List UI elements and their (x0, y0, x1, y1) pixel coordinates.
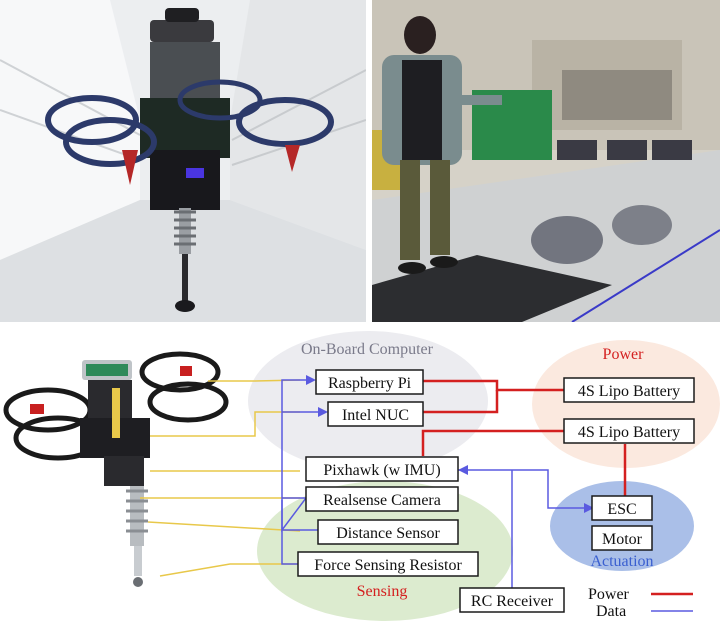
robot-hallway-photo (0, 0, 366, 322)
rc-receiver-label: RC Receiver (471, 593, 554, 610)
system-architecture-diagram: Raspberry Pi Intel NUC Pixhawk (w IMU) R… (0, 326, 720, 624)
legend-power-label: Power (588, 586, 630, 603)
data-line (458, 469, 584, 509)
battery-2-box (563, 418, 695, 444)
realsense-camera-label: Realsense Camera (323, 492, 441, 509)
pixhawk-label: Pixhawk (w IMU) (323, 462, 440, 479)
arrowhead (584, 503, 594, 513)
battery-2-label: 4S Lipo Battery (578, 424, 680, 441)
architecture-svg: Raspberry Pi Intel NUC Pixhawk (w IMU) R… (3, 331, 720, 621)
realsense-camera-box (305, 486, 459, 512)
data-line (281, 379, 306, 446)
raspberry-pi-box (315, 369, 424, 395)
power-lines (421, 379, 693, 596)
power-line (423, 379, 564, 392)
legend-data-label: Data (596, 603, 626, 620)
power-line (421, 429, 564, 456)
motor-label: Motor (602, 531, 643, 548)
arrowhead (318, 407, 328, 417)
raspberry-pi-label: Raspberry Pi (328, 375, 412, 392)
esc-box (591, 495, 653, 521)
sensing-title: Sensing (357, 583, 408, 600)
esc-label: ESC (607, 501, 636, 518)
rc-receiver-box (459, 587, 565, 613)
intel-nuc-label: Intel NUC (342, 407, 409, 424)
distance-sensor-label: Distance Sensor (336, 525, 440, 542)
leader-line (147, 521, 301, 532)
onboard-computer-title: On-Board Computer (301, 341, 434, 358)
actuation-title: Actuation (590, 553, 653, 570)
robot-hallway-illustration (0, 0, 366, 322)
leader-line (159, 563, 300, 577)
intel-nuc-box (327, 401, 424, 427)
force-sensing-resistor-box (297, 551, 479, 577)
leader-line (150, 411, 300, 437)
power-title: Power (603, 346, 645, 363)
robot-render (3, 351, 229, 587)
onboard-computer-region (248, 331, 488, 471)
power-line (423, 390, 499, 414)
arrowhead (306, 375, 316, 385)
force-sensing-resistor-label: Force Sensing Resistor (314, 557, 462, 574)
battery-1-label: 4S Lipo Battery (578, 383, 680, 400)
arrowhead (458, 465, 468, 475)
sensing-region (257, 481, 513, 621)
pixhawk-box (305, 456, 459, 482)
motor-box (591, 525, 653, 551)
battery-1-box (563, 377, 695, 403)
distance-sensor-box (317, 519, 459, 545)
lab-demo-illustration (372, 0, 720, 322)
lab-demo-photo (372, 0, 720, 322)
